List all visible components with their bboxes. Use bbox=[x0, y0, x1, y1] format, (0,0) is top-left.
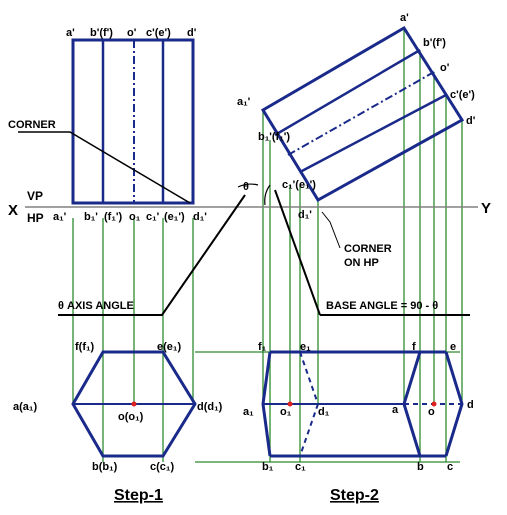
s2-front-ce: c'(e') bbox=[450, 89, 475, 101]
s1-front-o: o' bbox=[127, 27, 137, 39]
s2-top-f1: f₁ bbox=[258, 341, 267, 353]
leader-lines bbox=[18, 131, 470, 316]
s1-top-b: b(b₁) bbox=[92, 461, 118, 473]
axis-angle-label: θ AXIS ANGLE bbox=[58, 300, 134, 312]
center-dot-left bbox=[287, 401, 293, 407]
theta-label: θ bbox=[243, 181, 249, 193]
s1-front-bf: b'(f') bbox=[90, 27, 113, 39]
s2-front-c1e1: c₁'(e₁') bbox=[282, 179, 316, 191]
s1-front-ce: c'(e') bbox=[146, 27, 171, 39]
center-dot-right bbox=[431, 401, 437, 407]
s1-front-a: a' bbox=[66, 27, 75, 39]
hp-label: HP bbox=[27, 211, 44, 225]
s2-top-e1: e₁ bbox=[300, 341, 311, 353]
s2-front-o: o' bbox=[440, 62, 450, 74]
s2-front-a: a' bbox=[400, 12, 409, 24]
s2-front-d1: d₁' bbox=[298, 209, 312, 221]
step1-top-view bbox=[71, 350, 197, 458]
s2-top-b1: b₁ bbox=[262, 461, 274, 473]
s1-top-f: f(f₁) bbox=[75, 341, 95, 353]
s1-top-e: e(e₁) bbox=[157, 341, 181, 353]
s2-front-bf: b'(f') bbox=[423, 37, 446, 49]
s1-front-e1: (e₁') bbox=[164, 211, 185, 223]
s2-top-d: d bbox=[467, 399, 474, 411]
step2-title: Step-2 bbox=[330, 487, 379, 504]
step2-front-view bbox=[260, 25, 465, 203]
s2-front-a1: a₁' bbox=[237, 96, 251, 108]
s2-front-b1f1: b₁'(f₁') bbox=[258, 131, 290, 143]
s1-top-c: c(c₁) bbox=[150, 461, 174, 473]
s2-top-a1: a₁ bbox=[243, 406, 254, 418]
projector-lines bbox=[72, 28, 463, 463]
s1-front-o1: o₁ bbox=[129, 211, 141, 223]
s1-top-a: a(a₁) bbox=[13, 401, 37, 413]
step1-title: Step-1 bbox=[114, 487, 163, 504]
s2-front-d: d' bbox=[466, 115, 476, 127]
step1-front-view bbox=[71, 38, 195, 205]
s1-front-a1: a₁' bbox=[53, 211, 67, 223]
s1-front-f1: (f₁') bbox=[104, 211, 122, 223]
s2-top-b: b bbox=[417, 461, 424, 473]
base-angle-label: BASE ANGLE = 90 - θ bbox=[326, 300, 438, 312]
s1-front-d1: d₁' bbox=[193, 211, 207, 223]
s2-top-o: o bbox=[428, 406, 435, 418]
s1-front-c1: c₁' bbox=[146, 211, 160, 223]
corner-on-hp-label-2: ON HP bbox=[344, 257, 379, 269]
corner-label: CORNER bbox=[8, 119, 56, 131]
s1-top-d: d(d₁) bbox=[197, 401, 223, 413]
s2-top-c: c bbox=[447, 461, 453, 473]
s2-top-a: a bbox=[392, 404, 399, 416]
y-label: Y bbox=[481, 200, 491, 217]
s2-top-e: e bbox=[450, 341, 456, 353]
s2-top-f: f bbox=[412, 341, 416, 353]
s1-top-o: o(o₁) bbox=[118, 411, 144, 423]
s1-front-b1: b₁' bbox=[84, 211, 98, 223]
center-dot bbox=[131, 401, 137, 407]
s2-top-o1: o₁ bbox=[280, 406, 292, 418]
x-label: X bbox=[8, 202, 18, 219]
vp-label: VP bbox=[27, 189, 43, 203]
corner-on-hp-label-1: CORNER bbox=[344, 243, 392, 255]
step2-top-view bbox=[261, 350, 464, 458]
s2-top-c1: c₁ bbox=[295, 461, 306, 473]
s2-top-d1: d₁ bbox=[318, 406, 330, 418]
s1-front-d: d' bbox=[187, 27, 197, 39]
